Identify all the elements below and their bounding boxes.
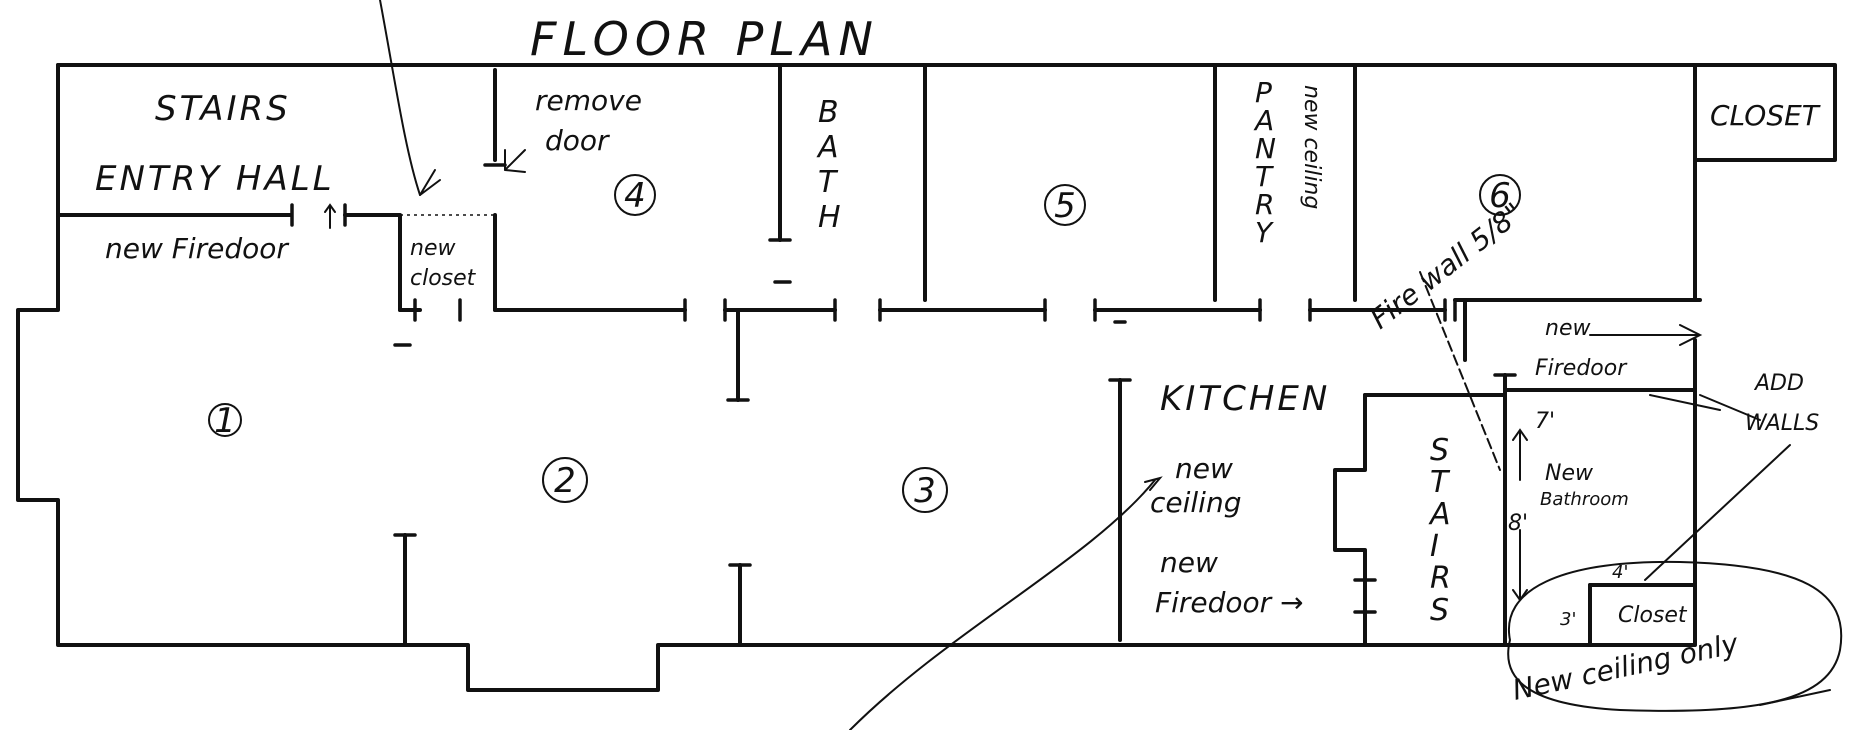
dimension-4ft: 4' <box>1612 562 1628 583</box>
new-bathroom-line2: Bathroom <box>1540 489 1629 510</box>
new-firedoor-right-line1: new <box>1545 316 1591 341</box>
remove-door-label-line1: remove <box>535 84 642 117</box>
svg-text:H: H <box>818 200 841 235</box>
new-firedoor-top-label: new Firedoor <box>105 232 289 265</box>
kitchen-label: KITCHEN <box>1160 379 1330 419</box>
room-4-number: 4 <box>624 176 646 216</box>
new-firedoor-right-line2: Firedoor <box>1535 356 1628 381</box>
new-firedoor-kitchen-line1: new <box>1160 546 1218 579</box>
new-ceiling-only-label: New ceiling only <box>1510 627 1742 707</box>
new-firedoor-kitchen-line2: Firedoor → <box>1155 586 1304 619</box>
add-walls-label-line1: ADD <box>1753 371 1804 396</box>
svg-text:B: B <box>818 95 839 130</box>
svg-text:Y: Y <box>1255 216 1274 249</box>
svg-text:R: R <box>1255 188 1274 221</box>
closet-label: CLOSET <box>1710 99 1821 132</box>
new-bathroom-line1: New <box>1545 461 1594 486</box>
svg-text:A: A <box>1428 497 1451 532</box>
pantry-new-ceiling-label: new ceiling <box>1299 85 1324 209</box>
plan-title: FLOOR PLAN <box>530 12 879 66</box>
entry-hall-label: ENTRY HALL <box>95 159 335 199</box>
annotation-lines <box>324 0 1843 730</box>
svg-text:A: A <box>1253 104 1274 137</box>
svg-text:S: S <box>1430 593 1449 628</box>
svg-text:T: T <box>1430 465 1451 500</box>
new-ceiling-kitchen-line2: ceiling <box>1150 486 1241 519</box>
room-numbers: 1 2 4 5 6 3 <box>208 174 1521 513</box>
door-ticks <box>290 163 1517 614</box>
svg-text:S: S <box>1430 433 1449 468</box>
dimension-8ft: 8' <box>1508 511 1528 536</box>
stairs-label: STAIRS <box>155 89 291 129</box>
pantry-vertical-label: P A N T R Y <box>1253 76 1276 249</box>
stairs-vertical-label: S T A I R S <box>1428 433 1451 628</box>
new-closet-label-line1: new <box>410 236 456 261</box>
svg-text:I: I <box>1430 529 1439 564</box>
svg-text:T: T <box>1255 160 1274 193</box>
room-3-number: 3 <box>914 471 936 511</box>
svg-text:P: P <box>1255 76 1272 109</box>
new-closet-label-line2: closet <box>410 266 477 291</box>
svg-text:T: T <box>818 165 839 200</box>
svg-text:A: A <box>816 130 839 165</box>
svg-text:R: R <box>1430 561 1451 596</box>
remove-door-label-line2: door <box>545 124 610 157</box>
new-ceiling-kitchen-line1: new <box>1175 452 1233 485</box>
dimension-7ft: 7' <box>1535 409 1555 434</box>
dimension-3ft: 3' <box>1560 609 1576 630</box>
room-2-number: 2 <box>554 461 576 501</box>
room-1-number: 1 <box>214 401 236 441</box>
small-closet-label: Closet <box>1618 603 1688 628</box>
interior-walls <box>56 63 1702 647</box>
bath-vertical-label: B A T H <box>816 95 841 235</box>
room-5-number: 5 <box>1054 186 1076 226</box>
svg-text:N: N <box>1255 132 1276 165</box>
room-6-number: 6 <box>1489 176 1511 216</box>
add-walls-label-line2: WALLS <box>1745 411 1819 436</box>
